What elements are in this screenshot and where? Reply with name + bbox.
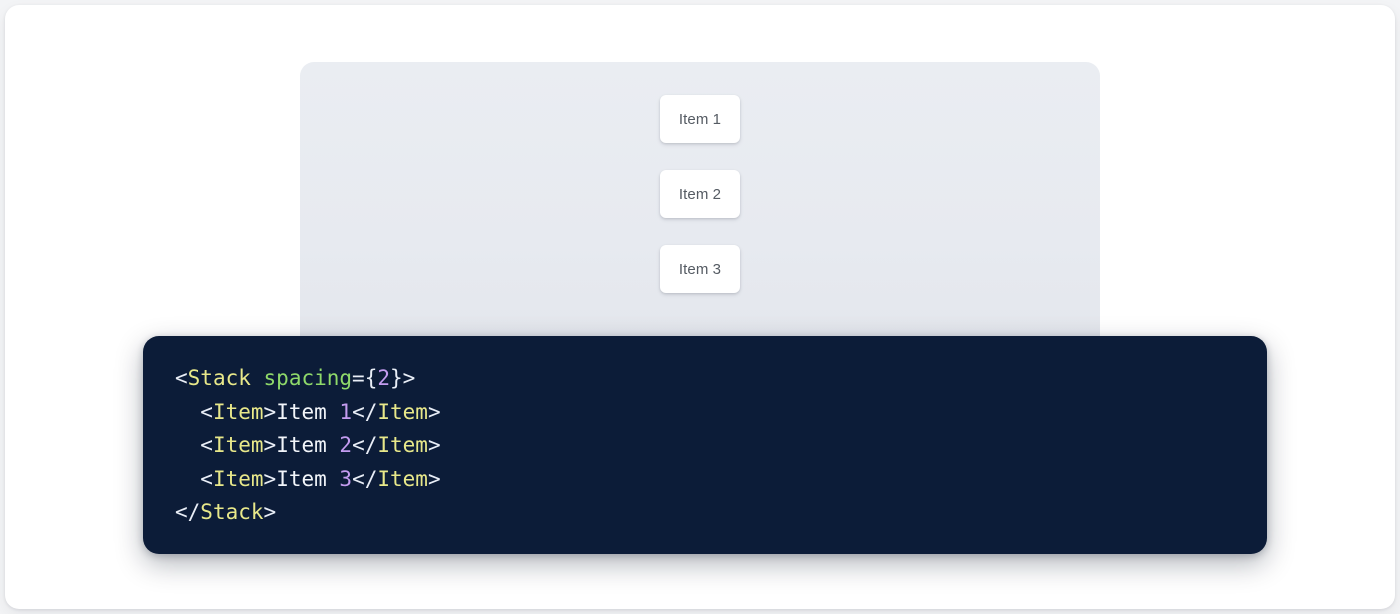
code-token-punct: </ <box>352 433 378 457</box>
code-token-num: 2 <box>339 433 353 457</box>
stack-item[interactable]: Item 3 <box>660 245 740 293</box>
code-token-punct: </ <box>175 500 201 524</box>
code-token-punct: > <box>263 500 277 524</box>
code-token-punct: = <box>352 366 365 390</box>
code-token-punct: > <box>427 466 441 491</box>
code-line: <Stack spacing={2}> <box>175 362 1267 396</box>
code-token-punct: > <box>263 466 277 491</box>
component-preview-panel: Item 1 Item 2 Item 3 <box>300 62 1100 362</box>
code-token-tag: Item <box>377 433 428 457</box>
code-token-punct: > <box>427 399 441 424</box>
code-indent <box>175 433 200 457</box>
code-token-tag: Item <box>377 399 428 424</box>
stack-container: Item 1 Item 2 Item 3 <box>300 62 1100 293</box>
code-token-punct: < <box>200 399 213 424</box>
code-token-tag: Item <box>212 466 264 491</box>
code-line: </Stack> <box>175 496 1267 530</box>
code-token-punct: > <box>427 433 441 457</box>
code-token-tag: Stack <box>187 366 251 390</box>
code-snippet-block: <Stack spacing={2}> <Item>Item 1</Item> … <box>143 336 1267 554</box>
code-indent <box>175 400 200 424</box>
code-token-punct: > <box>402 366 416 390</box>
code-token-tag: Item <box>212 433 264 457</box>
code-token-punct: > <box>263 433 277 457</box>
code-token-tag: Item <box>212 399 264 424</box>
code-line: <Item>Item 1</Item> <box>175 396 1267 430</box>
code-token-num: 2 <box>377 366 391 390</box>
code-token-tag: Item <box>377 466 428 491</box>
code-token-brace: { <box>364 366 378 390</box>
code-token-attr: spacing <box>263 366 353 390</box>
stack-item-label: Item 2 <box>678 185 722 203</box>
code-token-punct: > <box>263 399 277 424</box>
code-token-punct: </ <box>352 399 378 424</box>
code-indent <box>175 467 200 491</box>
code-token-num: 3 <box>339 466 353 491</box>
code-token-tag: Stack <box>200 500 264 524</box>
stack-item[interactable]: Item 1 <box>660 95 740 143</box>
stack-item-label: Item 1 <box>678 110 722 128</box>
code-token-brace: } <box>390 366 403 390</box>
code-token-text: Item <box>276 399 340 424</box>
stack-item[interactable]: Item 2 <box>660 170 740 218</box>
code-token-text: Item <box>276 433 340 457</box>
code-line: <Item>Item 2</Item> <box>175 429 1267 463</box>
code-token-punct: < <box>175 366 188 390</box>
code-token-text <box>251 366 264 390</box>
stack-item-label: Item 3 <box>678 260 722 278</box>
code-token-punct: </ <box>352 466 378 491</box>
code-token-num: 1 <box>339 399 353 424</box>
code-token-punct: < <box>200 433 213 457</box>
code-token-text: Item <box>276 466 340 491</box>
code-token-punct: < <box>200 466 213 491</box>
code-line: <Item>Item 3</Item> <box>175 463 1267 497</box>
